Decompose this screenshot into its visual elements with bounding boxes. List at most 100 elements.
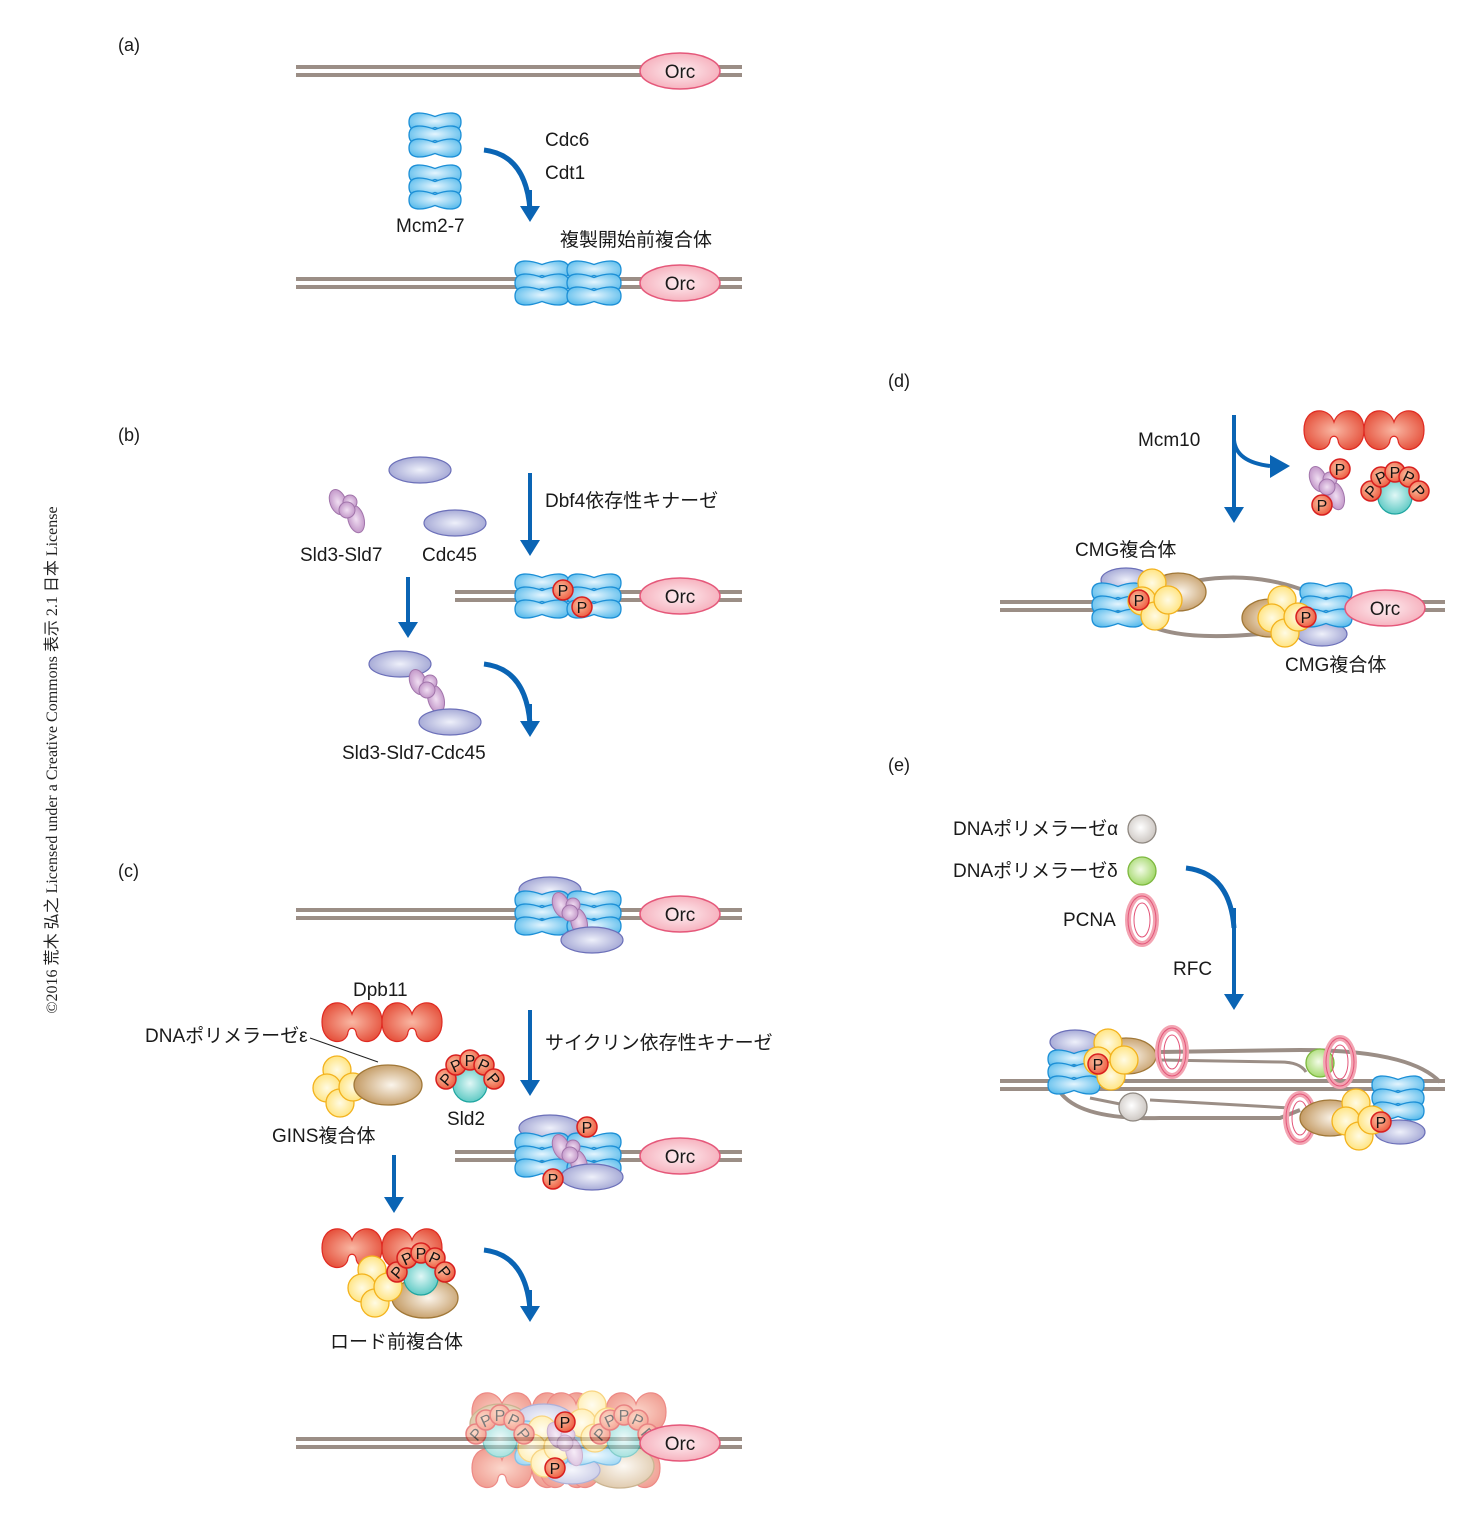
svg-text:P: P	[416, 1246, 427, 1263]
sld3-sld7-cdc45-label: Sld3-Sld7-Cdc45	[342, 743, 486, 764]
mcm-subunit	[514, 286, 570, 306]
svg-text:P: P	[1390, 465, 1401, 482]
orc-protein: Orc	[639, 895, 721, 933]
cdc45-protein	[418, 708, 482, 736]
sld3-sld7-protein	[328, 488, 366, 534]
mcm2-7-hexamer	[408, 112, 462, 158]
panel-label-c: (c)	[118, 861, 139, 881]
rfc-label: RFC	[1173, 959, 1213, 980]
gins-complex-label: GINS複合体	[272, 1126, 376, 1147]
svg-text:P: P	[1317, 498, 1328, 515]
arrow-head	[520, 721, 540, 737]
pointer-line	[309, 1037, 379, 1063]
license-credit: ©2016 荒木 弘之 Licensed under a Creative Co…	[44, 506, 61, 1014]
phosphate-icon: P	[1087, 1053, 1109, 1075]
dna-pol-delta-label: DNAポリメラーゼδ	[953, 861, 1118, 882]
orc-protein: Orc	[639, 52, 721, 90]
orc-label: Orc	[665, 1434, 696, 1455]
panel-label-d: (d)	[888, 371, 910, 391]
lagging-strand	[1058, 1090, 1301, 1121]
cmg-complex-label-right: CMG複合体	[1285, 655, 1387, 676]
dbf4-kinase-label: Dbf4依存性キナーゼ	[545, 491, 719, 512]
panel-label-e: (e)	[888, 755, 910, 775]
orc-protein: Orc	[639, 1424, 721, 1462]
dna-pol-epsilon-label: DNAポリメラーゼε	[145, 1026, 308, 1047]
panel-e: PP	[1000, 814, 1445, 1151]
mcm2-7-hexamer	[408, 164, 462, 210]
cdc45-protein	[560, 926, 624, 954]
joining-arrow-curve	[483, 147, 533, 211]
svg-text:P: P	[560, 1415, 571, 1432]
mcm10-label: Mcm10	[1138, 430, 1201, 451]
dna-pol-delta-icon	[1127, 856, 1157, 886]
arrow-head	[1224, 507, 1244, 523]
mcm-double-hexamer	[514, 260, 622, 306]
dna-pol-alpha-label: DNAポリメラーゼα	[953, 819, 1119, 840]
svg-text:P: P	[558, 583, 569, 600]
phosphate-icon: P	[544, 1457, 566, 1479]
phosphate-icon: P	[1311, 494, 1333, 516]
orc-protein: Orc	[639, 264, 721, 302]
phosphate-icon: P	[554, 1411, 576, 1433]
svg-text:P: P	[495, 1408, 506, 1425]
nascent-strand	[1159, 1058, 1308, 1073]
phosphate-icon: P	[1128, 589, 1150, 611]
dpb11-protein	[1303, 410, 1425, 450]
release-arrow-curve	[1232, 415, 1271, 468]
arrow-head	[520, 1306, 540, 1322]
arrow-head	[1270, 455, 1290, 478]
mcm2-7-label: Mcm2-7	[396, 216, 465, 237]
cdc45-protein	[560, 1163, 624, 1191]
svg-text:P: P	[1376, 1115, 1387, 1132]
phosphate-icon: P	[1370, 1111, 1392, 1133]
cmg-complex-right: P	[1241, 582, 1353, 648]
dna-pol-alpha-icon	[1127, 814, 1157, 844]
arrow-head	[1224, 994, 1244, 1010]
pre-loading-complex-label: ロード前複合体	[330, 1332, 464, 1353]
orc-label: Orc	[665, 62, 696, 83]
assembled-phosphates: PP	[544, 1411, 576, 1479]
orc-label: Orc	[665, 587, 696, 608]
sld2-label: Sld2	[447, 1109, 486, 1130]
sld3-sld7-protein	[408, 668, 446, 714]
dpb11-label: Dpb11	[353, 980, 408, 1001]
cdc6-label: Cdc6	[545, 130, 590, 151]
phosphate-icon: P	[576, 1116, 598, 1138]
pre-rc-label: 複製開始前複合体	[560, 230, 713, 251]
mcm2-7-hexamer	[1371, 1075, 1425, 1121]
phosphate-icon: P	[552, 579, 574, 601]
pcna-label: PCNA	[1063, 910, 1116, 931]
orc-protein: Orc	[1344, 589, 1426, 627]
svg-text:P: P	[465, 1053, 476, 1070]
orc-label: Orc	[1370, 599, 1401, 620]
arrow-head	[384, 1197, 404, 1213]
panel-label-a: (a)	[118, 35, 140, 55]
phosphate-icon: P	[434, 1261, 456, 1283]
mcm-subunit	[1047, 1075, 1101, 1095]
svg-text:P: P	[1301, 610, 1312, 627]
orc-protein: Orc	[639, 1137, 721, 1175]
joining-arrow-curve	[1185, 865, 1237, 929]
cdk-kinase-label: サイクリン依存性キナーゼ	[545, 1033, 773, 1054]
phosphate-icon: P	[542, 1168, 564, 1190]
svg-text:P: P	[1335, 462, 1346, 479]
orc-label: Orc	[665, 1147, 696, 1168]
svg-text:P: P	[548, 1172, 559, 1189]
sld3-sld7-label: Sld3-Sld7	[300, 545, 383, 566]
cmg-complex-right: P	[1299, 1075, 1426, 1151]
mcm-subunit	[514, 599, 570, 619]
dna-pol-alpha-icon	[1118, 1092, 1148, 1122]
svg-text:P: P	[1134, 593, 1145, 610]
phosphate-icon: P	[483, 1068, 505, 1090]
orc-label: Orc	[665, 905, 696, 926]
mcm-subunit	[566, 286, 622, 306]
